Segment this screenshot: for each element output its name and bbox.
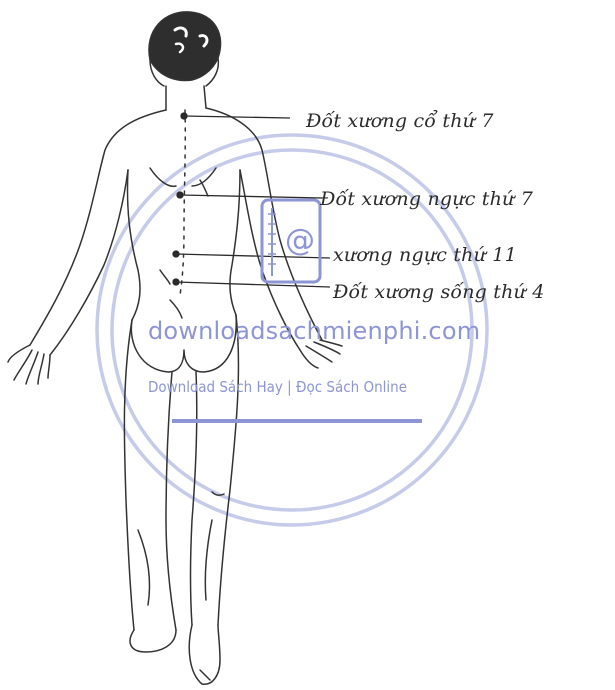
watermark-site-text: downloadsachmienphi.com [148, 317, 480, 345]
torso-right [230, 170, 240, 315]
label-thoracic-7: Đốt xương ngực thứ 7 [320, 188, 533, 210]
human-figure [8, 12, 342, 684]
pointer-line-c7 [184, 116, 290, 118]
label-lumbar-4: Đốt xương sống thứ 4 [333, 281, 545, 303]
left-foot [130, 630, 176, 652]
pointer-dot-c7 [181, 113, 187, 119]
right-leg [218, 315, 238, 625]
watermark-tagline-text: Download Sách Hay | Đọc Sách Online [148, 378, 407, 396]
pointer-line-t7 [180, 195, 322, 198]
pointer-dot-t11 [173, 251, 179, 257]
watermark-logo-glyph: @ [285, 223, 315, 258]
left-hand [8, 345, 50, 384]
left-leg [124, 320, 134, 630]
pointer-dot-t7 [177, 192, 183, 198]
hair [149, 12, 221, 81]
pointer-dot-l4 [173, 279, 179, 285]
label-cervical-7: Đốt xương cổ thứ 7 [306, 110, 494, 132]
watermark-logo-icon: @ [262, 200, 320, 282]
label-thoracic-11: xương ngực thứ 11 [333, 244, 517, 266]
